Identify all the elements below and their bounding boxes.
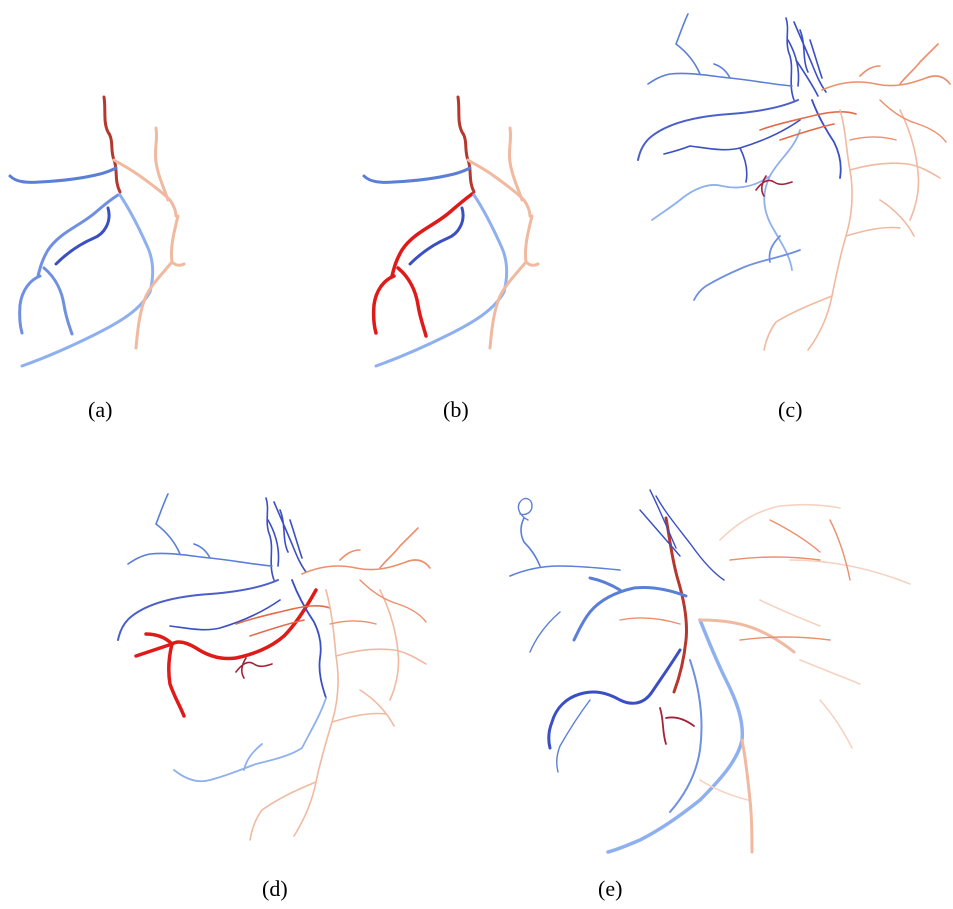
panel-c-blue-mid bbox=[663, 119, 801, 183]
panel-e-peach-network bbox=[699, 503, 911, 801]
panel-d-blue-long-left bbox=[117, 579, 279, 641]
panel-b-blue-dark bbox=[408, 206, 465, 266]
panel-e-lightblue-branch bbox=[669, 659, 703, 813]
panel-e-salmon-lines bbox=[619, 519, 851, 641]
caption-e: (e) bbox=[598, 876, 622, 901]
panel-d-salmon-cross bbox=[235, 605, 331, 637]
panel-d-blue-cluster bbox=[265, 497, 307, 581]
panel-c-blue-right-drop bbox=[811, 99, 842, 179]
panel-d: (d) bbox=[117, 493, 431, 901]
caption-a: (a) bbox=[88, 397, 112, 422]
panel-d-salmon-top bbox=[301, 527, 431, 575]
panel-e-maroon bbox=[659, 707, 695, 745]
panel-e-blue-thick-lower bbox=[547, 648, 682, 750]
panel-c-maroon bbox=[755, 175, 793, 197]
panel-b-blue-top bbox=[362, 166, 472, 184]
panel-a-trunk bbox=[102, 95, 122, 194]
panel-a-blue-top bbox=[8, 166, 118, 184]
panel-d-lightblue-down bbox=[173, 697, 327, 783]
panel-c-salmon-cross bbox=[759, 111, 857, 141]
panel-e-peach-thick bbox=[698, 618, 796, 854]
panel-e: (e) bbox=[509, 489, 911, 901]
panel-b-red-right-fork bbox=[396, 266, 428, 338]
panel-c-blue-cluster bbox=[785, 17, 827, 101]
panel-c-peach-network bbox=[763, 109, 941, 351]
panel-e-blue-cluster bbox=[639, 489, 725, 581]
caption-c: (c) bbox=[778, 397, 802, 422]
panel-b-red-left-fork bbox=[371, 274, 396, 335]
panel-a-peach-lower bbox=[134, 214, 186, 350]
panel-b-peach-left bbox=[466, 158, 532, 218]
panel-e-blue-thin-left bbox=[509, 517, 621, 577]
panel-b-trunk bbox=[456, 95, 476, 194]
panel-b-peach-lower bbox=[488, 214, 540, 350]
panel-d-red-path bbox=[134, 588, 318, 718]
panel-a-peach-left bbox=[112, 158, 178, 218]
panel-c-lightblue-down bbox=[651, 129, 801, 271]
panel-b-peach-right bbox=[507, 126, 524, 202]
panel-a: (a) bbox=[8, 95, 186, 422]
panel-d-blue-mid bbox=[169, 599, 281, 631]
panel-c-blue-long-left bbox=[637, 99, 799, 161]
panel-a-blue-main bbox=[36, 193, 120, 278]
panel-e-lightblue-main bbox=[606, 618, 745, 854]
panel-a-blue-dark bbox=[54, 206, 111, 266]
panel-a-blue-left-fork bbox=[18, 274, 42, 335]
panel-c-salmon-right bbox=[849, 99, 947, 143]
panel-e-trunk-red bbox=[664, 516, 688, 694]
panel-c-lightblue-lower bbox=[693, 235, 801, 301]
panel-c: (c) bbox=[637, 13, 951, 422]
caption-d: (d) bbox=[262, 876, 288, 901]
panel-c-salmon-top bbox=[821, 43, 951, 91]
panel-b: (b) bbox=[362, 95, 540, 422]
panel-a-lightblue bbox=[20, 193, 155, 368]
caption-b: (b) bbox=[443, 397, 469, 422]
panel-d-peach-network bbox=[249, 589, 427, 841]
panel-d-blue-right-drop bbox=[291, 579, 327, 699]
panel-d-blue-upper-left bbox=[127, 493, 273, 567]
panel-a-peach-right bbox=[153, 126, 170, 202]
panel-b-red-path bbox=[390, 192, 474, 278]
panel-d-maroon bbox=[235, 657, 273, 679]
panel-e-blue-thick-upper bbox=[572, 576, 688, 642]
panel-a-blue-right-fork bbox=[42, 266, 74, 336]
panel-e-blue-far-left bbox=[517, 497, 591, 773]
panel-d-salmon-right bbox=[329, 579, 427, 625]
panel-c-blue-upper-left bbox=[647, 13, 793, 87]
